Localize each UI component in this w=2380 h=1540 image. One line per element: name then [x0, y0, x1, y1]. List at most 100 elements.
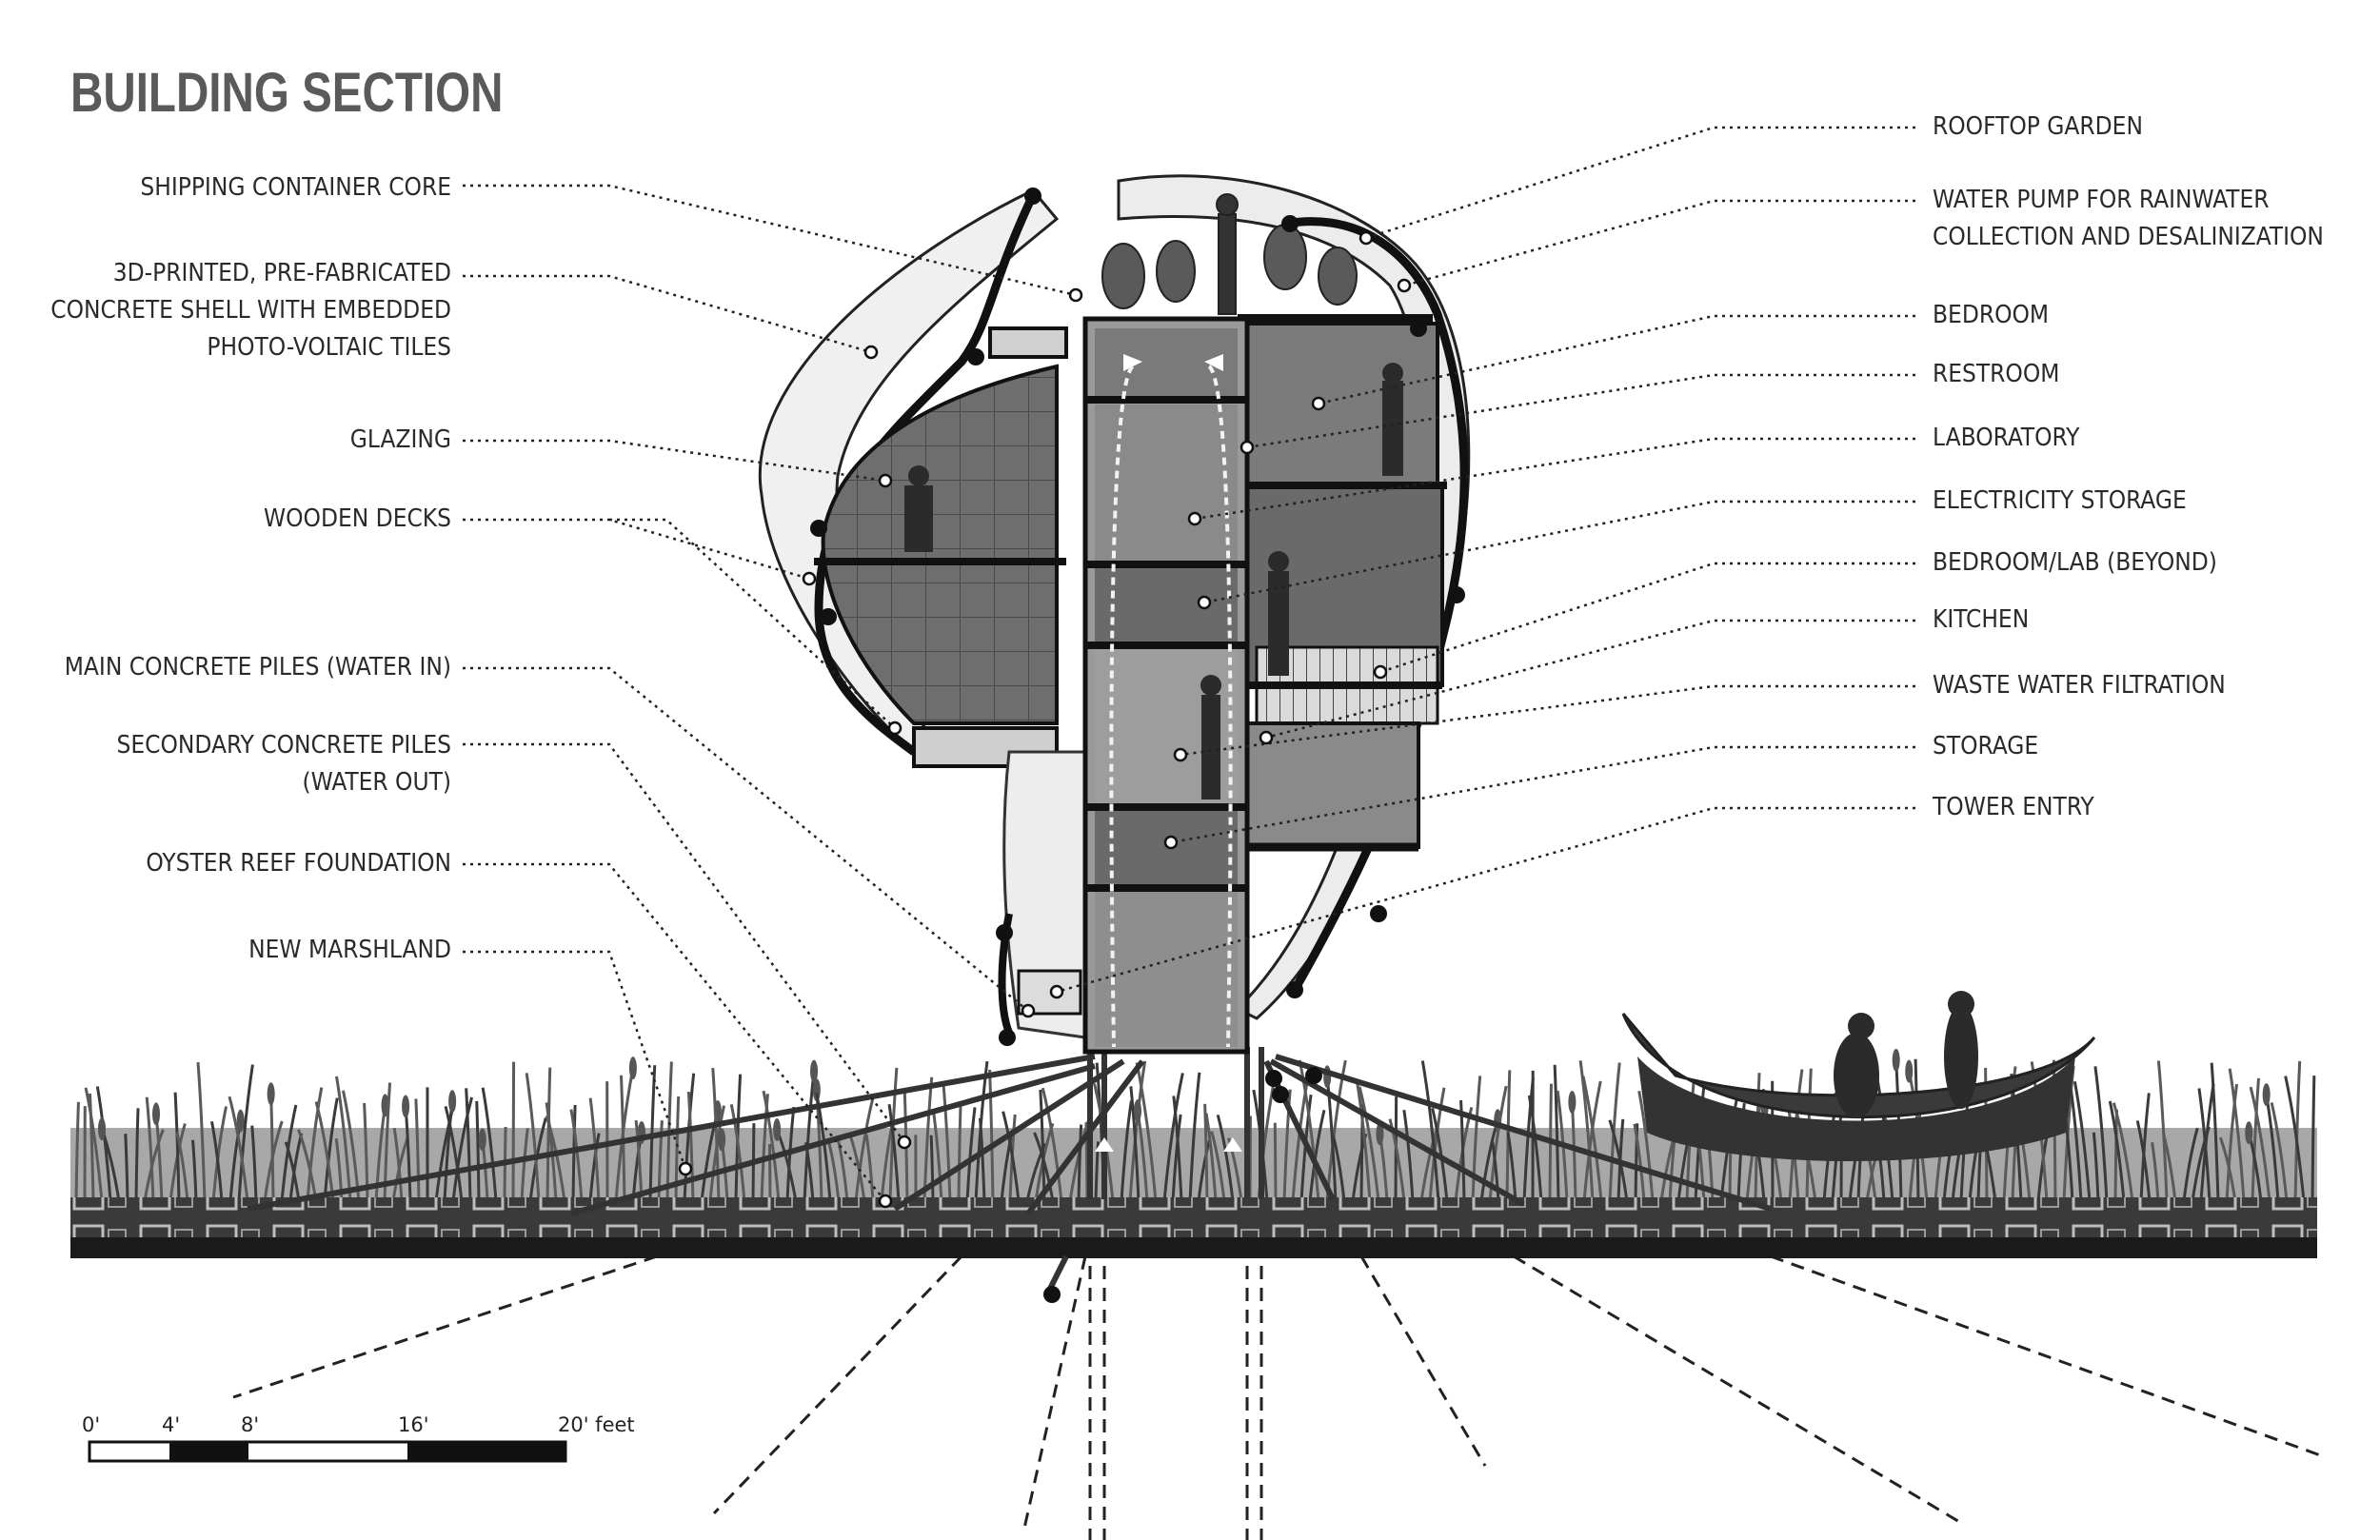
right-rooms	[1238, 314, 1447, 852]
reed	[392, 1128, 404, 1202]
reed	[84, 1087, 104, 1202]
diagram-title: BUILDING SECTION	[70, 62, 504, 124]
reed	[334, 1076, 352, 1202]
reed	[545, 1102, 558, 1202]
leader-dot	[1359, 230, 1374, 246]
reed	[465, 1088, 472, 1202]
label-kitchen: KITCHEN	[1933, 605, 2030, 634]
leader-dot	[1187, 511, 1202, 526]
reed	[2156, 1060, 2169, 1202]
reed	[173, 1092, 181, 1202]
reed	[2108, 1100, 2126, 1202]
label-restroom: RESTROOM	[1933, 360, 2060, 388]
leader-line	[1056, 806, 1915, 994]
reed	[1420, 1060, 1440, 1202]
leader-dot	[1163, 835, 1179, 850]
cattail	[773, 1117, 782, 1141]
leader-lines	[463, 126, 1915, 1202]
reed	[1282, 1089, 1292, 1202]
reed	[1094, 1141, 1101, 1202]
reed	[237, 1064, 254, 1202]
leader-line	[463, 184, 1077, 297]
label-tower-entry: TOWER ENTRY	[1933, 793, 2094, 821]
reed	[929, 1135, 935, 1202]
reed	[1402, 1109, 1415, 1202]
reed	[1491, 1141, 1500, 1202]
concrete-piles	[247, 1047, 1772, 1296]
reed	[74, 1101, 80, 1202]
reed	[444, 1106, 464, 1202]
label-electricity-storage: ELECTRICITY STORAGE	[1933, 486, 2187, 515]
leader-dot	[1021, 1003, 1036, 1018]
reed	[2218, 1136, 2237, 1202]
scale-tick-20: 20' feet	[558, 1413, 635, 1436]
leader-line	[463, 950, 687, 1170]
leader-line	[463, 274, 872, 354]
leader-dot	[1049, 984, 1064, 999]
label-secondary-concrete-piles: SECONDARY CONCRETE PILES(WATER OUT)	[116, 731, 451, 797]
reed	[1197, 1139, 1211, 1202]
reed	[2135, 1120, 2152, 1202]
reed	[648, 1065, 657, 1202]
reed	[2225, 1083, 2239, 1202]
canoe-with-people	[1621, 991, 2096, 1161]
reed	[674, 1096, 681, 1202]
reed	[619, 1075, 626, 1202]
reed	[1553, 1064, 1560, 1202]
leader-line	[463, 439, 886, 483]
label-rooftop-garden: ROOFTOP GARDEN	[1933, 112, 2143, 141]
reed	[190, 1139, 198, 1202]
reed	[1041, 1087, 1063, 1202]
reed	[1428, 1087, 1446, 1202]
reed	[1506, 1132, 1517, 1202]
reed	[1204, 1113, 1218, 1202]
reed	[1608, 1062, 1621, 1202]
reed	[2311, 1076, 2316, 1202]
reed	[1273, 1122, 1278, 1202]
reed	[1637, 1090, 1655, 1202]
cattail	[98, 1117, 107, 1141]
reed	[209, 1120, 224, 1202]
reed	[1129, 1086, 1140, 1202]
reed	[965, 1107, 977, 1202]
reed	[297, 1129, 318, 1202]
reed	[134, 1108, 140, 1202]
cattail	[478, 1128, 486, 1152]
cattail	[448, 1090, 457, 1114]
reed	[1471, 1076, 1482, 1202]
reed	[1332, 1135, 1346, 1202]
reed	[2293, 1060, 2302, 1202]
leader-line	[1379, 562, 1915, 674]
scale-tick-8: 8'	[241, 1413, 260, 1436]
reed	[1298, 1059, 1320, 1202]
reed	[1308, 1109, 1326, 1202]
reed	[1216, 1115, 1235, 1202]
reed	[864, 1134, 875, 1202]
reed	[323, 1097, 339, 1202]
cattail	[810, 1059, 819, 1083]
reed	[124, 1134, 129, 1202]
reed	[931, 1110, 943, 1202]
reed	[414, 1098, 421, 1202]
cattail	[402, 1095, 410, 1118]
reed	[2228, 1068, 2246, 1202]
pile-extensions	[232, 1254, 2324, 1540]
reed	[306, 1087, 324, 1202]
label-new-marshland: NEW MARSHLAND	[248, 936, 451, 964]
leader-dot	[1240, 440, 1255, 455]
reed	[942, 1081, 952, 1202]
leader-line	[463, 742, 906, 1143]
leader-dot	[897, 1135, 912, 1150]
reed	[1582, 1080, 1602, 1202]
reed	[175, 1132, 189, 1202]
reed	[511, 1061, 516, 1202]
reed	[2093, 1066, 2109, 1202]
reed	[2113, 1109, 2119, 1202]
label-wooden-decks: WOODEN DECKS	[264, 504, 451, 533]
reed	[2073, 1080, 2092, 1202]
leader-line	[463, 862, 886, 1202]
reed	[2210, 1062, 2220, 1202]
reed	[250, 1125, 258, 1202]
